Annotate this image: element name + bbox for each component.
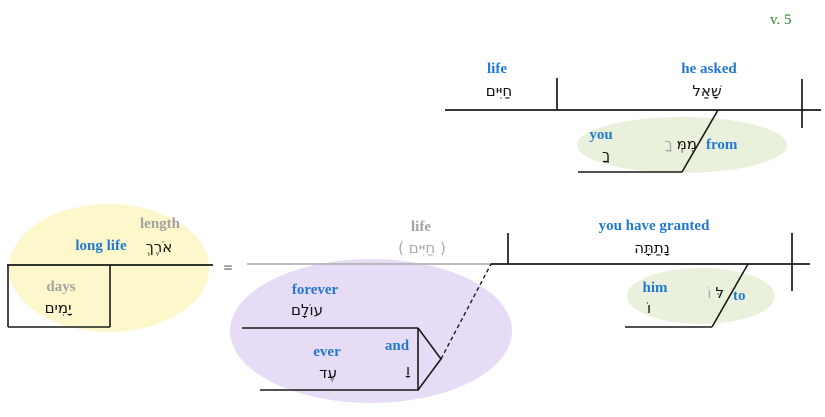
from-object-gloss: you	[589, 127, 613, 143]
from-preposition-gloss: from	[706, 137, 738, 153]
compound-second-gloss: ever	[313, 344, 341, 360]
construct-genitive-gloss: days	[46, 279, 76, 295]
elided-object-gloss: life	[411, 219, 431, 235]
compound-first-hebrew: עוֹלָם	[291, 301, 323, 319]
compound-second-hebrew: עֶד	[319, 364, 337, 382]
compound-first-gloss: forever	[291, 282, 339, 298]
from-object-hebrew: ךָ	[601, 146, 611, 164]
elided-object-hebrew: ( חַיִּים )	[398, 239, 446, 257]
construct-highlight-ellipse	[9, 204, 209, 332]
to-preposition-hebrew-pair: לּ וֹ	[702, 285, 724, 303]
to-preposition-hebrew: לּ	[715, 284, 724, 302]
construct-genitive-hebrew: יָמִים	[44, 299, 72, 317]
from-preposition-hebrew: מִמְּ	[676, 135, 697, 153]
compound-conjunction-hebrew: וָ	[405, 361, 411, 379]
lower-verb-hebrew: נָתַתָּה	[634, 239, 670, 257]
lower-verb-gloss: you have granted	[598, 218, 710, 234]
upper-verb-gloss: he asked	[681, 61, 737, 77]
to-preposition-gloss: to	[733, 288, 746, 304]
compound-chevron	[417, 327, 442, 391]
compound-conjunction-gloss: and	[384, 338, 410, 354]
to-him-highlight-ellipse	[627, 268, 775, 324]
to-object-hebrew: וֹ	[646, 299, 652, 317]
to-object-gloss: him	[642, 280, 668, 296]
from-preposition-hebrew-pair: מִמְּ ךָ	[660, 136, 697, 154]
to-suffix-hint: וֹ	[707, 284, 712, 302]
upper-verb-hebrew: שָׁאַל	[692, 82, 722, 100]
from-preposition-diagonal	[681, 109, 719, 173]
construct-combined-gloss: long life	[75, 238, 127, 254]
to-preposition-diagonal	[711, 263, 749, 328]
construct-head-gloss: length	[139, 216, 181, 232]
verse-label: v. 5	[770, 12, 792, 28]
upper-object-gloss: life	[487, 61, 507, 77]
construct-head-hebrew: אֹרֶךְ	[145, 238, 173, 256]
equals-sign: =	[223, 260, 233, 277]
compound-highlight-ellipse	[230, 259, 512, 403]
upper-object-hebrew: חַיִּים	[485, 82, 513, 100]
compound-attachment-dashed-line	[440, 263, 492, 360]
from-you-highlight-ellipse	[577, 117, 787, 173]
from-suffix-hint: ךָ	[664, 135, 673, 153]
